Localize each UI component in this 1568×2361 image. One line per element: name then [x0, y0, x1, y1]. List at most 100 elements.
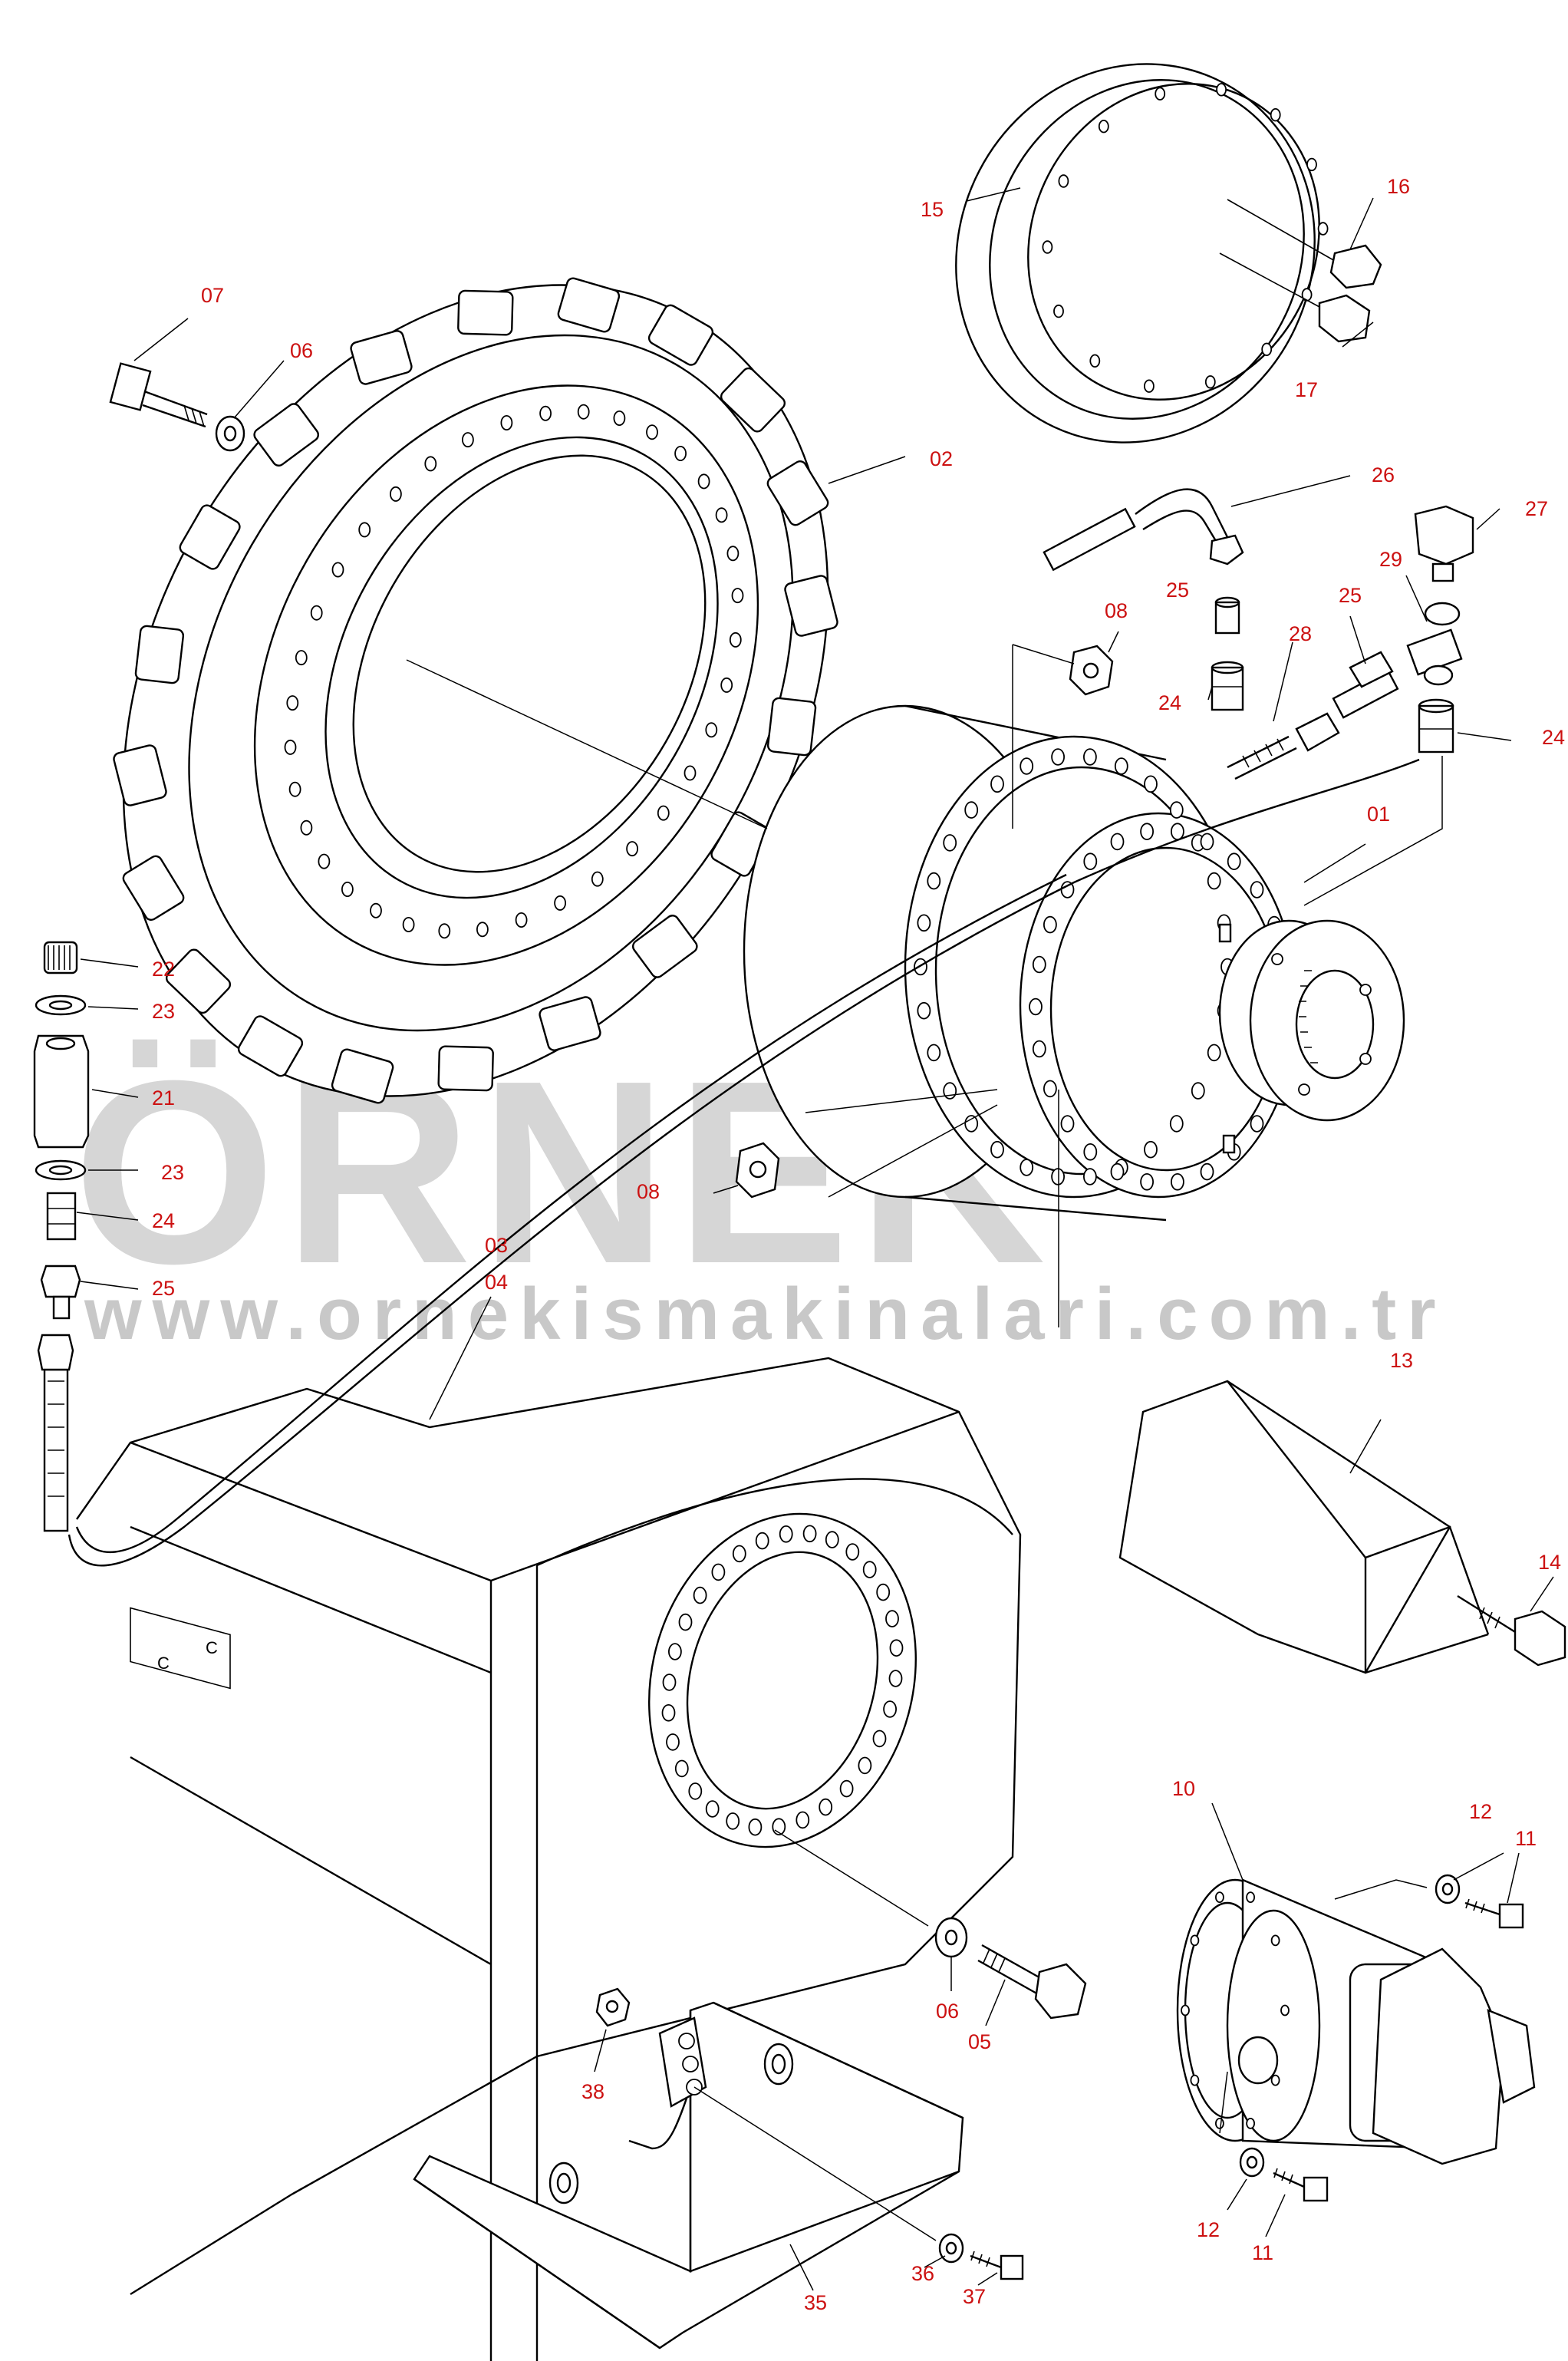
callout-14: 14: [1538, 1551, 1561, 1574]
bolt-hole: [1190, 2074, 1200, 2086]
hose-26: [1043, 488, 1244, 572]
callout-23-top: 23: [152, 1000, 175, 1023]
cap-22: [43, 941, 78, 974]
callout-26: 26: [1372, 463, 1395, 486]
bolt-hole: [1051, 748, 1065, 766]
washer-23-top: [35, 994, 87, 1016]
bolt-hole: [943, 834, 957, 852]
bolt-hole: [720, 677, 733, 693]
callout-29: 29: [1379, 548, 1402, 571]
bolt-hole: [295, 650, 308, 666]
callout-15: 15: [921, 198, 944, 221]
bolt-hole: [1144, 379, 1155, 393]
bolt-hole: [462, 432, 474, 448]
bolt-hole: [1250, 1115, 1264, 1133]
bolt-07: [109, 362, 208, 428]
callout-04: 04: [485, 1271, 508, 1294]
washer-06-bottom: [934, 1917, 968, 1958]
bolt-hole: [1227, 852, 1241, 870]
drive-motor-10: [1176, 1878, 1536, 2165]
fitting-24-left: [1211, 661, 1244, 711]
sprocket-tooth: [784, 575, 838, 637]
sprocket-tooth: [350, 330, 413, 385]
bolt-hole: [684, 765, 697, 781]
coupling-21: [33, 1034, 90, 1149]
callout-16: 16: [1387, 175, 1410, 198]
fitting-24-right: [1418, 698, 1454, 753]
bolt-hole: [755, 1532, 769, 1550]
callout-38: 38: [581, 2080, 604, 2103]
final-drive: [743, 704, 1405, 1222]
bolt-hole: [1261, 342, 1273, 357]
callout-37: 37: [963, 2285, 986, 2308]
bolt-hole: [711, 1563, 726, 1581]
bolt-hole: [943, 1082, 957, 1100]
bolt-hole: [1317, 222, 1329, 236]
callout-25-top-center: 25: [1166, 579, 1189, 602]
bolt-hole: [990, 1140, 1004, 1159]
cap-27: [1414, 505, 1474, 582]
bolt-hole: [1144, 775, 1158, 793]
bolt-hole: [539, 405, 552, 421]
bolt-hole: [310, 605, 323, 621]
sprocket-tooth: [253, 403, 320, 467]
bolt-hole: [1020, 1159, 1034, 1176]
bolt-17: [1219, 252, 1371, 343]
callout-24-top-center: 24: [1158, 691, 1181, 714]
clamp-block: [658, 2016, 707, 2108]
callout-35: 35: [804, 2291, 827, 2314]
bolt-hole: [964, 801, 979, 819]
sprocket-tooth: [539, 996, 601, 1051]
drum-ring: [955, 63, 1329, 444]
bolt-hole: [1098, 119, 1109, 134]
bolt-hole: [1032, 1040, 1046, 1058]
bolt-hole: [1246, 1891, 1255, 1904]
bolt-hole: [626, 841, 638, 857]
tee-29: [1406, 602, 1463, 686]
bolt-hole: [666, 1733, 680, 1751]
bolt-hole: [872, 1730, 887, 1748]
bolt-hole: [885, 1610, 899, 1627]
bolt-hole: [662, 1673, 677, 1691]
callout-17: 17: [1295, 378, 1318, 401]
hose-assembly-left: [37, 758, 1420, 1567]
bolt-hole: [748, 1818, 763, 1836]
bolt-hole: [390, 486, 402, 502]
bolt-hole: [591, 871, 604, 887]
bolt-hole: [715, 507, 728, 523]
bolt-hole: [668, 1643, 682, 1660]
bolt-hole: [688, 1782, 703, 1800]
bolt-hole: [300, 819, 313, 836]
bolt-hole: [819, 1798, 833, 1816]
sprocket-tooth: [179, 504, 241, 570]
bolt-hole: [1200, 1162, 1214, 1181]
bolt-hole: [889, 1639, 904, 1657]
bolt-16: [1227, 199, 1382, 289]
bolt-hole: [1204, 375, 1216, 389]
bolt-hole: [825, 1531, 839, 1548]
bolt-hole: [888, 1670, 903, 1687]
bolt-hole: [1215, 1891, 1224, 1904]
callout-25-right: 25: [1339, 584, 1362, 607]
bolt-hole: [883, 1700, 897, 1718]
sprocket-tooth: [122, 855, 185, 921]
bolt-hole: [1053, 304, 1064, 318]
sprocket-tooth: [134, 625, 185, 684]
callout-25-left-stack: 25: [152, 1277, 175, 1300]
sprocket-tooth: [647, 304, 714, 366]
fitting-25-right: [1349, 651, 1394, 688]
bolt-hole: [1042, 240, 1053, 254]
bolt-hole: [697, 473, 710, 490]
bolt-hole: [424, 456, 437, 472]
callout-03: 03: [485, 1234, 508, 1257]
washer-06-top: [215, 415, 245, 452]
bolt-hole: [964, 1115, 979, 1133]
bolt-hole: [1043, 915, 1057, 934]
washer-36: [938, 2233, 964, 2264]
callout-08-mid: 08: [637, 1180, 660, 1203]
sprocket-tooth: [165, 948, 232, 1014]
bolt-11-top: [1464, 1898, 1524, 1929]
frame-mark-left: C: [157, 1654, 170, 1673]
bolt-hole: [927, 872, 941, 890]
bolt-hole: [1140, 1173, 1154, 1191]
